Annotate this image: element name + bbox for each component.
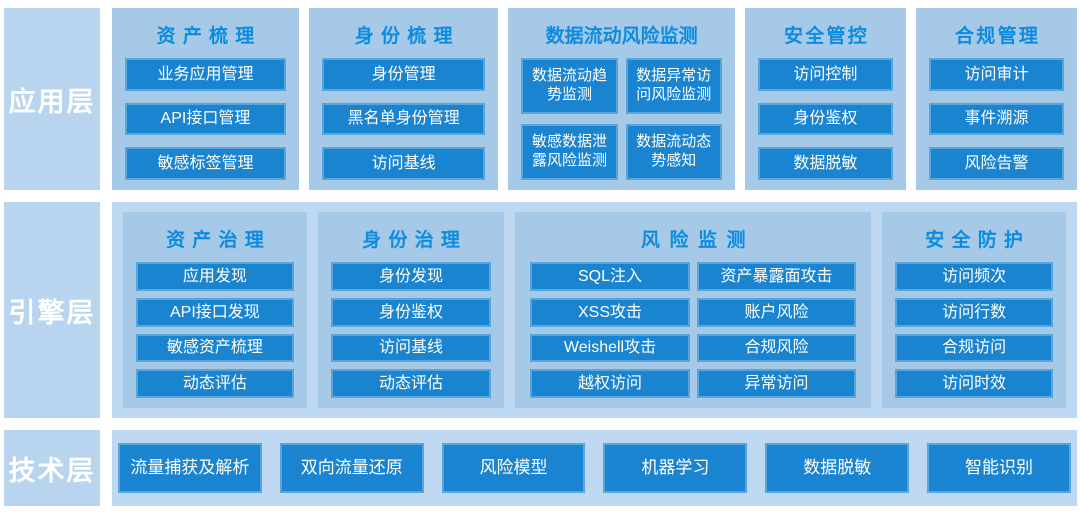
item-chip: XSS攻击 xyxy=(530,297,690,327)
item-chip: 机器学习 xyxy=(603,443,748,493)
item-chip: 越权访问 xyxy=(530,369,690,398)
group-panel-identity-sorting: 身份梳理 身份管理黑名单身份管理访问基线 xyxy=(308,8,499,190)
group-title: 风险监测 xyxy=(640,230,755,251)
item-chip: 敏感数据泄露风险监测 xyxy=(521,124,618,180)
layer-label-application: 应用层 xyxy=(4,8,100,190)
item-chip: 资产暴露面攻击 xyxy=(696,262,857,291)
item-chip: 数据脱敏 xyxy=(765,443,910,493)
group-title: 身份治理 xyxy=(362,230,468,251)
technology-layer-container: 流量捕获及解析双向流量还原风险模型机器学习数据脱敏智能识别 xyxy=(112,430,1077,506)
layer-label-technology: 技术层 xyxy=(4,430,100,506)
item-chip: 黑名单身份管理 xyxy=(321,102,486,136)
item-chip: 应用发现 xyxy=(136,262,294,291)
group-items: 身份发现身份鉴权访问基线动态评估 xyxy=(330,262,492,398)
item-chip: 数据异常访问风险监测 xyxy=(625,58,722,114)
group-title: 安全防护 xyxy=(925,230,1031,251)
group-panel-security-control: 安全管控 访问控制身份鉴权数据脱敏 xyxy=(744,8,906,190)
group-panel-asset-sorting: 资产梳理 业务应用管理 API接口管理敏感标签管理 xyxy=(112,8,299,190)
item-chip: 身份发现 xyxy=(330,262,492,291)
group-panel-dataflow-risk-monitoring: 数据流动风险监测 数据流动趋势监测数据异常访问风险监测敏感数据泄露风险监测数据流… xyxy=(508,8,735,190)
item-chip: 身份鉴权 xyxy=(330,297,492,327)
group-title: 合规管理 xyxy=(955,26,1041,47)
item-chip: 风险告警 xyxy=(928,147,1064,180)
item-chip: 合规风险 xyxy=(696,333,857,363)
item-chip: 事件溯源 xyxy=(928,102,1064,136)
item-chip: 访问基线 xyxy=(321,147,486,180)
item-chip: 动态评估 xyxy=(330,369,492,398)
item-chip: 数据脱敏 xyxy=(757,147,893,180)
item-chip: 敏感资产梳理 xyxy=(136,333,294,363)
item-chip: 访问频次 xyxy=(895,262,1053,291)
item-chip: 智能识别 xyxy=(927,443,1071,493)
group-title: 资产梳理 xyxy=(156,26,262,47)
group-items: 业务应用管理 API接口管理敏感标签管理 xyxy=(125,58,286,180)
item-chip: 动态评估 xyxy=(136,369,294,398)
item-chip: 异常访问 xyxy=(696,369,857,398)
item-chip: API接口发现 xyxy=(136,297,294,327)
item-chip: SQL注入 xyxy=(530,262,690,291)
item-chip: 数据流动趋势监测 xyxy=(521,58,618,114)
item-chip: API接口管理 xyxy=(125,102,286,136)
group-items: 身份管理黑名单身份管理访问基线 xyxy=(321,58,486,180)
item-chip: 合规访问 xyxy=(895,333,1053,363)
item-chip: 访问行数 xyxy=(895,297,1053,327)
group-items: 访问控制身份鉴权数据脱敏 xyxy=(757,58,893,180)
item-chip: 风险模型 xyxy=(441,443,586,493)
group-items: 访问审计事件溯源风险告警 xyxy=(928,58,1064,180)
application-layer-panels: 资产梳理 业务应用管理 API接口管理敏感标签管理 身份梳理 身份管理黑名单身份管… xyxy=(112,8,1077,190)
group-items: 数据流动趋势监测数据异常访问风险监测敏感数据泄露风险监测数据流动态势感知 xyxy=(521,58,722,180)
layer-row-technology: 技术层 流量捕获及解析双向流量还原风险模型机器学习数据脱敏智能识别 xyxy=(4,430,1077,506)
group-title: 数据流动风险监测 xyxy=(545,26,698,47)
item-chip: 访问基线 xyxy=(330,333,492,363)
item-chip: 访问审计 xyxy=(928,58,1064,91)
layer-row-application: 应用层 资产梳理 业务应用管理 API接口管理敏感标签管理 身份梳理 身份管理黑名… xyxy=(4,8,1077,190)
item-chip: 身份鉴权 xyxy=(757,102,893,136)
item-chip: 访问时效 xyxy=(895,369,1053,398)
item-chip: 流量捕获及解析 xyxy=(118,443,262,493)
item-chip: 敏感标签管理 xyxy=(125,147,286,180)
item-chip: 数据流动态势感知 xyxy=(625,124,722,180)
group-title: 安全管控 xyxy=(783,26,870,47)
item-chip: 身份管理 xyxy=(321,58,486,91)
layer-label-engine: 引擎层 xyxy=(4,202,100,418)
group-items: 访问频次访问行数合规访问访问时效 xyxy=(895,262,1053,398)
item-chip: 双向流量还原 xyxy=(279,443,424,493)
group-title: 身份梳理 xyxy=(354,26,460,47)
item-chip: 访问控制 xyxy=(757,58,893,91)
group-items: 应用发现 API接口发现敏感资产梳理动态评估 xyxy=(136,262,294,398)
item-chip: 业务应用管理 xyxy=(125,58,286,91)
group-panel-asset-governance: 资产治理 应用发现 API接口发现敏感资产梳理动态评估 xyxy=(123,212,307,408)
group-panel-security-protection: 安全防护 访问频次访问行数合规访问访问时效 xyxy=(882,212,1066,408)
item-chip: 账户风险 xyxy=(696,297,857,327)
group-panel-identity-governance: 身份治理 身份发现身份鉴权访问基线动态评估 xyxy=(317,212,505,408)
group-title: 资产治理 xyxy=(166,230,271,251)
item-chip: Weishell攻击 xyxy=(530,333,690,363)
group-panel-compliance-management: 合规管理 访问审计事件溯源风险告警 xyxy=(915,8,1077,190)
